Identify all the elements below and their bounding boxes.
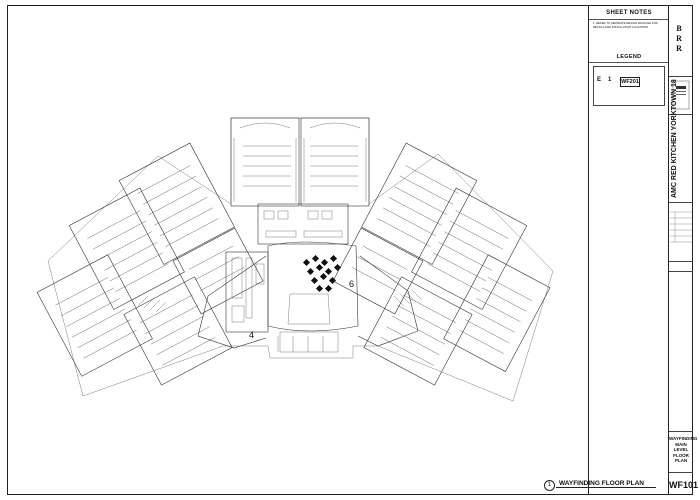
plan-title-number: 1 <box>544 480 555 491</box>
sheet-title: WAYFINDING MAIN LEVEL FLOOR PLAN <box>669 436 698 464</box>
sheet-title-line: WAYFINDING <box>669 436 698 441</box>
notes-column: SHEET NOTES 1. REFER TO SEPARATE DESIGN … <box>588 6 669 494</box>
floor-plan-drawing: 6 4 <box>36 117 554 402</box>
drawing-area: 6 4 1 WAYFINDING FLOOR PLAN <box>8 6 656 494</box>
building-outline <box>47 117 554 402</box>
drawing-sheet: 6 4 1 WAYFINDING FLOOR PLAN SHEET NOTES … <box>7 5 699 495</box>
corridors <box>137 255 423 349</box>
plan-title-underline <box>556 487 656 488</box>
lobby-seating-diamonds <box>302 254 342 293</box>
plan-title: WAYFINDING FLOOR PLAN <box>559 480 644 487</box>
tb-divider <box>669 202 693 203</box>
sheet-notes-divider <box>589 19 669 20</box>
legend-title: LEGEND <box>616 54 642 60</box>
plan-callout-4: 4 <box>249 330 254 340</box>
sheet-number: WF101 <box>669 480 699 490</box>
plan-callout-6: 6 <box>349 279 354 289</box>
revision-table <box>670 211 692 243</box>
tb-divider <box>669 114 693 115</box>
legend-flag-letter: E <box>597 77 602 83</box>
tb-divider <box>669 261 693 262</box>
sheet-note-1: 1. REFER TO SEPARATE DESIGN PACKAGE FOR … <box>593 21 658 29</box>
legend-sign-tag: WF201 <box>620 77 640 87</box>
sheet-title-line: FLOOR PLAN <box>673 452 689 464</box>
sheet-title-line: MAIN LEVEL <box>673 441 689 453</box>
tb-divider <box>669 271 693 272</box>
legend-divider <box>589 62 669 63</box>
legend-box: E 1 WF201 <box>593 66 665 106</box>
seal-graphic <box>672 80 690 110</box>
sheet-notes-title: SHEET NOTES <box>606 10 652 16</box>
central-lobby <box>225 203 359 353</box>
tb-divider <box>669 76 693 77</box>
right-wing-auditoriums <box>332 142 551 386</box>
top-auditoriums <box>230 117 370 207</box>
project-name: AMC RED KITCHEN YORKTOWN 18 <box>671 79 678 198</box>
legend-flag-number: 1 <box>608 77 612 83</box>
left-wing-auditoriums <box>36 142 264 386</box>
tb-divider <box>669 431 693 432</box>
tb-divider <box>669 472 693 473</box>
